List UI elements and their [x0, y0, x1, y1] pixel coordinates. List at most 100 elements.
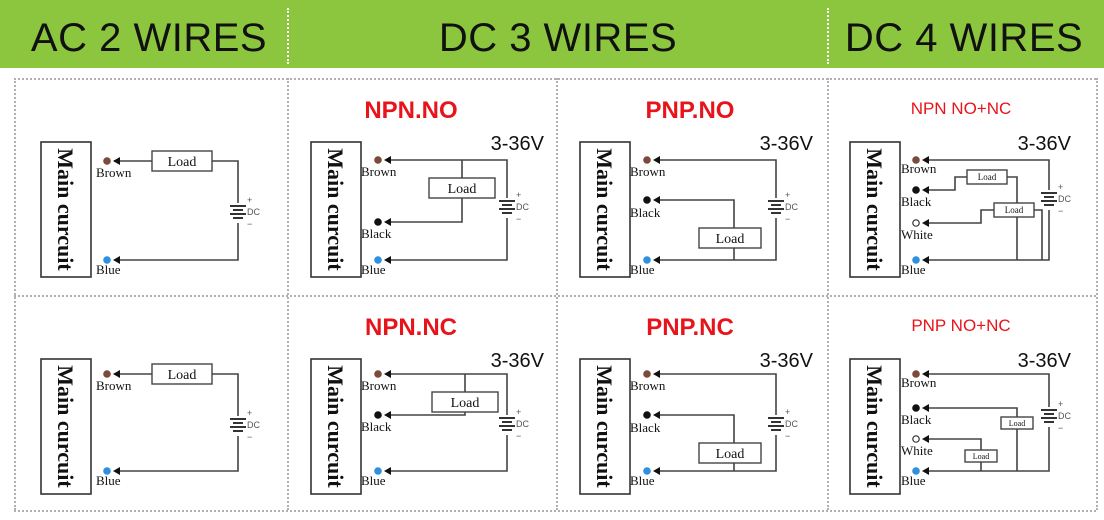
main-circuit-label: Main curcuit — [53, 365, 78, 488]
arrow-icon — [653, 256, 660, 264]
wire — [391, 435, 508, 472]
main-circuit-label: Main curcuit — [862, 148, 887, 271]
plus-sign: + — [785, 190, 790, 200]
plus-sign: + — [785, 407, 790, 417]
blue-terminal-dot — [103, 467, 111, 475]
black-wire-label: Black — [630, 420, 661, 435]
load-box — [698, 442, 762, 464]
brown-terminal-dot — [643, 370, 651, 378]
wire — [120, 436, 239, 472]
plus-sign: + — [516, 407, 521, 417]
grid-line — [14, 295, 1096, 297]
brown-terminal-dot — [103, 157, 111, 165]
wire — [929, 427, 1050, 472]
wire — [391, 198, 463, 223]
diagram-title: NPN.NC — [365, 314, 457, 341]
wire — [656, 373, 777, 415]
wire — [212, 160, 239, 203]
blue-terminal-dot — [103, 256, 111, 264]
header-bar — [0, 0, 1104, 68]
blue-wire-label: Blue — [901, 473, 926, 488]
main-circuit-label: Main curcuit — [592, 365, 617, 488]
brown-terminal-dot — [374, 370, 382, 378]
blue-terminal-dot — [374, 467, 382, 475]
black-terminal-dot — [643, 411, 651, 419]
dc-label: DC — [516, 419, 529, 429]
arrow-icon — [384, 218, 391, 226]
black-wire-label: Black — [901, 412, 932, 427]
main-circuit-label: Main curcuit — [53, 148, 78, 271]
dc-label: DC — [516, 202, 529, 212]
wire — [660, 218, 777, 261]
wire — [387, 373, 508, 415]
arrow-icon — [113, 467, 120, 475]
minus-sign: − — [247, 219, 252, 229]
header-divider — [827, 8, 829, 64]
wire — [391, 412, 466, 416]
arrow-icon — [922, 156, 929, 164]
grid-line — [14, 510, 1096, 512]
voltage-label: 3-36V — [491, 133, 545, 155]
wire — [929, 210, 1050, 261]
black-terminal-dot — [374, 218, 382, 226]
arrow-icon — [922, 467, 929, 475]
black-wire-label: Black — [361, 226, 392, 241]
diagram-title: NPN.NO — [364, 97, 457, 124]
main-circuit-label: Main curcuit — [323, 365, 348, 488]
blue-wire-label: Blue — [361, 262, 386, 277]
header-dc-3-wires: DC 3 WIRES — [438, 16, 678, 60]
main-circuit-box — [849, 358, 901, 495]
brown-terminal-dot — [643, 156, 651, 164]
load-label: Load — [451, 396, 480, 411]
plus-sign: + — [247, 408, 252, 418]
white-wire-label: White — [901, 227, 933, 242]
arrow-icon — [653, 411, 660, 419]
load-label: Load — [1009, 419, 1025, 428]
grid-line — [1096, 78, 1098, 510]
load-label: Load — [716, 232, 745, 247]
brown-terminal-dot — [374, 156, 382, 164]
main-circuit-label: Main curcuit — [862, 365, 887, 488]
wire — [1007, 176, 1018, 260]
wire — [925, 373, 1050, 407]
wire — [660, 435, 777, 472]
brown-wire-label: Brown — [361, 378, 397, 393]
black-terminal-dot — [912, 186, 920, 194]
white-terminal-dot — [912, 435, 920, 443]
blue-wire-label: Blue — [96, 262, 121, 277]
brown-terminal-dot — [912, 370, 920, 378]
minus-sign: − — [516, 214, 521, 224]
minus-sign: − — [1058, 206, 1063, 216]
brown-wire-label: Brown — [96, 165, 132, 180]
grid-line — [287, 78, 289, 510]
grid-line — [14, 78, 1096, 80]
wire — [929, 407, 1018, 417]
arrow-icon — [922, 256, 929, 264]
wire — [660, 199, 735, 228]
arrow-icon — [922, 404, 929, 412]
arrow-icon — [922, 219, 929, 227]
brown-wire-label: Brown — [901, 161, 937, 176]
arrow-icon — [384, 256, 391, 264]
load-label: Load — [1005, 205, 1024, 215]
arrow-icon — [384, 467, 391, 475]
arrow-icon — [113, 370, 120, 378]
arrow-icon — [653, 370, 660, 378]
wire — [212, 373, 239, 416]
plus-sign: + — [1058, 182, 1063, 192]
black-wire-label: Black — [630, 205, 661, 220]
main-circuit-box — [579, 358, 631, 495]
dc-label: DC — [1058, 411, 1071, 421]
arrow-icon — [653, 196, 660, 204]
grid-line — [14, 78, 16, 510]
main-circuit-box — [310, 141, 362, 278]
header-dc-4-wires: DC 4 WIRES — [844, 16, 1084, 60]
black-wire-label: Black — [901, 194, 932, 209]
brown-wire-label: Brown — [901, 375, 937, 390]
blue-terminal-dot — [643, 467, 651, 475]
dc-label: DC — [785, 419, 798, 429]
main-circuit-label: Main curcuit — [323, 148, 348, 271]
